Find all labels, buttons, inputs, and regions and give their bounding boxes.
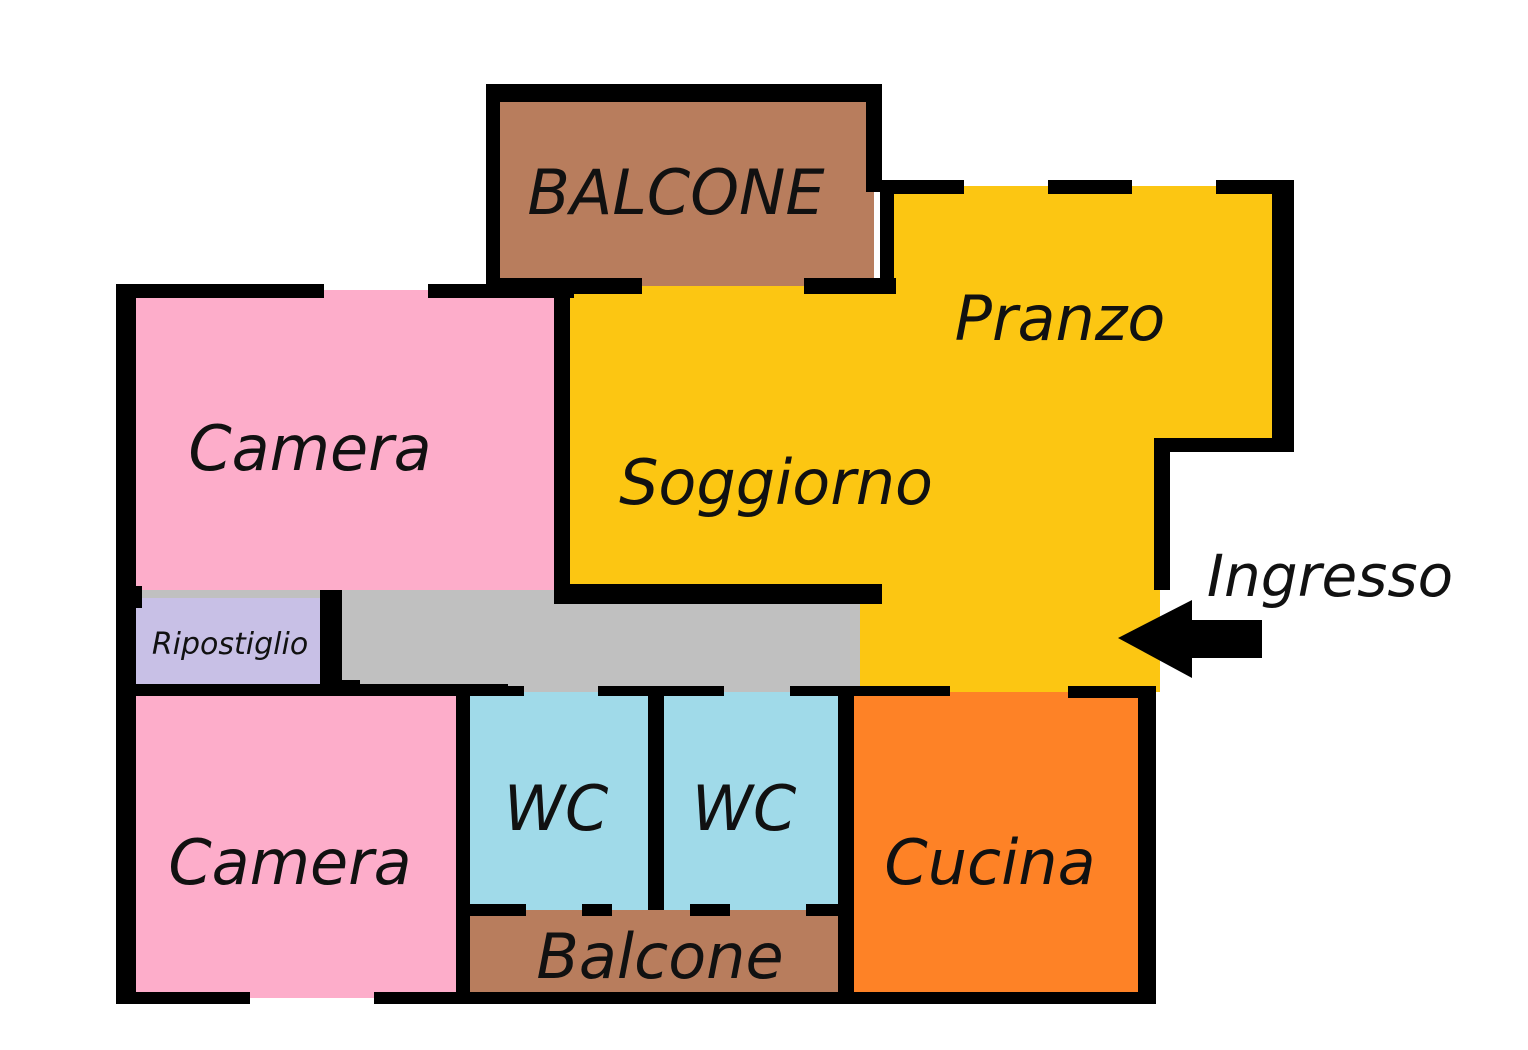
cucina-label: Cucina [884,826,1095,899]
ingresso-label: Ingresso [1207,542,1453,610]
camera-bottom-label: Camera [168,826,411,899]
room-wc-left [462,692,656,910]
wc-right-label: WC [692,772,797,845]
camera-top-label: Camera [188,412,431,485]
soggiorno-label: Soggiorno [619,446,933,519]
room-balcone-top [494,92,874,286]
arrow-left-icon [1118,600,1262,678]
balcone-bottom-label: Balcone [536,920,783,993]
room-balcone-bottom [462,910,844,998]
walls [116,84,1294,1004]
room-ripostiglio [134,598,324,686]
wc-left-label: WC [504,772,609,845]
room-wc-right [656,692,844,910]
room-camera-bottom [124,692,462,998]
room-camera-top [124,290,560,590]
ripostiglio-label: Ripostiglio [152,627,308,662]
pranzo-label: Pranzo [955,282,1166,355]
balcone-top-label: BALCONE [527,156,825,229]
room-soggiorno-pranzo [560,186,1286,692]
room-cucina [844,692,1150,998]
